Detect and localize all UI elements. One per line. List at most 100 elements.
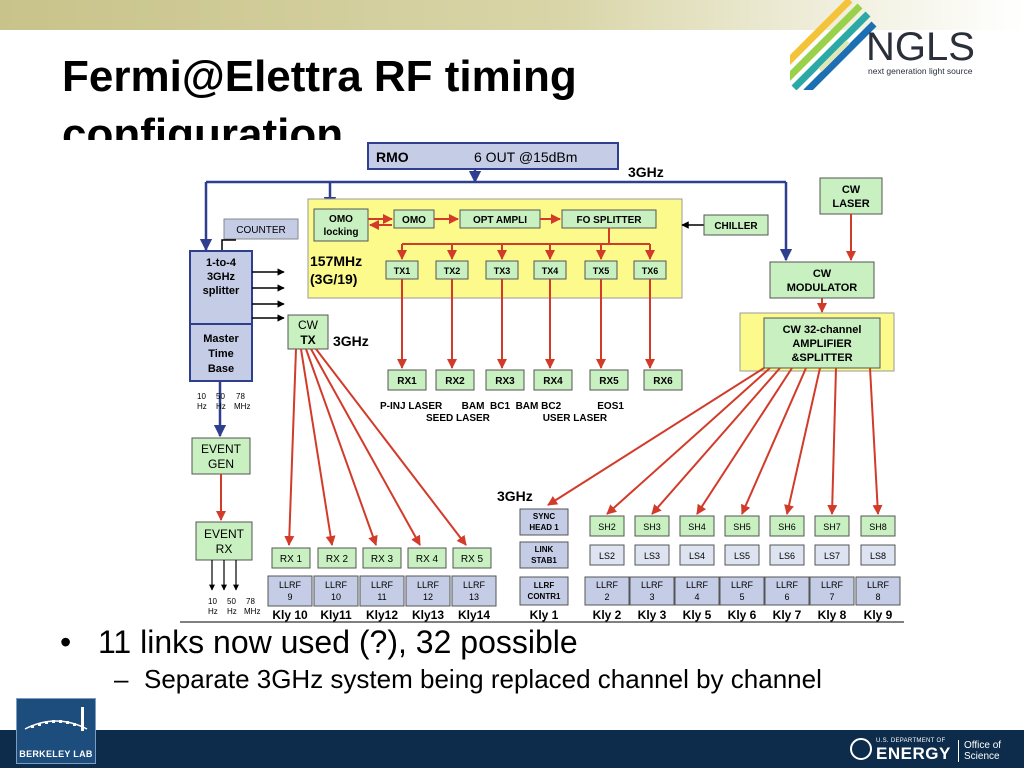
llrf-contr-line1: LLRF xyxy=(534,581,555,590)
llrf-8-box xyxy=(855,576,901,606)
ls6-box xyxy=(769,544,805,566)
kly-14: Kly14 xyxy=(458,608,490,622)
rx3-box xyxy=(485,369,525,391)
ngls-logo: NGLS next generation light source xyxy=(790,0,975,90)
llrf-contr-box xyxy=(519,576,569,606)
event-gen-line1: EVENT xyxy=(201,442,242,456)
kly-13: Kly13 xyxy=(412,608,444,622)
splitter-box xyxy=(189,250,253,382)
sh3-label: SH3 xyxy=(643,522,661,532)
cw-amp-line2: AMPLIFIER xyxy=(792,338,851,350)
rx6-label: RX6 xyxy=(653,376,673,387)
ls2-box xyxy=(589,544,625,566)
event-rx-unit-hz1: Hz xyxy=(208,607,218,616)
kly-12: Kly12 xyxy=(366,608,398,622)
bullet-list: •11 links now used (?), 32 possible –Sep… xyxy=(60,622,1000,696)
mtb-freq-10: 10 xyxy=(197,392,206,401)
rx2-box xyxy=(435,369,475,391)
clock-label-line2: (3G/19) xyxy=(310,271,357,287)
tx5-label: TX5 xyxy=(593,266,610,276)
right-kly-row: Kly 1 Kly 2 Kly 3 Kly 5 Kly 6 Kly 7 Kly … xyxy=(530,608,893,622)
cw-modulator-line1: CW xyxy=(813,268,832,280)
left-llrf-13-l2: 13 xyxy=(469,592,479,602)
kly-3: Kly 3 xyxy=(638,608,667,622)
sh8-label: SH8 xyxy=(869,522,887,532)
right-llrf-row: LLRF 2 LLRF 3 LLRF 4 LLRF 5 LLRF 6 LLRF … xyxy=(584,576,901,606)
berkeley-lab-icon xyxy=(24,707,88,731)
rx1-box xyxy=(387,369,427,391)
sh6-box xyxy=(769,515,805,537)
left-llrf-10 xyxy=(313,575,359,607)
link-stab-line1: LINK xyxy=(535,545,554,554)
tx-row: TX1 TX2 TX3 TX4 TX5 TX6 xyxy=(385,260,667,280)
doe-energy-label: ENERGY xyxy=(876,744,951,763)
label-3ghz-cwtx: 3GHz xyxy=(333,333,369,349)
rx3-label: RX3 xyxy=(495,376,515,387)
rx-destinations-row1: P-INJ LASER BAM BC1 BAM BC2 EOS1 xyxy=(380,401,624,412)
cw-amp-line1: CW 32-channel xyxy=(783,324,862,336)
sh2-box xyxy=(589,515,625,537)
llrf-7-l1: LLRF xyxy=(821,580,844,590)
omo-locking-box xyxy=(313,208,369,242)
sh7-box xyxy=(814,515,850,537)
clock-label-line1: 157MHz xyxy=(310,253,362,269)
ls5-box xyxy=(724,544,760,566)
sh3-box xyxy=(634,515,670,537)
mtb-unit-hz1: Hz xyxy=(197,402,207,411)
left-rx-3 xyxy=(362,547,402,569)
ngls-logo-name: NGLS xyxy=(866,25,975,69)
tx-rx-links xyxy=(397,279,655,369)
cw-laser-box xyxy=(819,177,883,215)
left-rx-4 xyxy=(407,547,447,569)
event-rx-outputs xyxy=(209,560,239,591)
sh4-box xyxy=(679,515,715,537)
omo-label: OMO xyxy=(402,215,426,226)
event-rx-freq-10: 10 xyxy=(208,597,217,606)
sh8-box xyxy=(860,515,896,537)
fo-fanout-lines xyxy=(397,228,655,260)
ls7-label: LS7 xyxy=(824,551,840,561)
kly-8: Kly 8 xyxy=(818,608,847,622)
kly-7: Kly 7 xyxy=(773,608,802,622)
master-line1: Master xyxy=(203,333,239,345)
left-rx-1 xyxy=(271,547,311,569)
sync-head-line1: SYNC xyxy=(533,512,555,521)
cw-tx-line1: CW xyxy=(298,318,319,332)
left-llrf-12 xyxy=(405,575,451,607)
mtb-unit-hz2: Hz xyxy=(216,402,226,411)
llrf-2-box xyxy=(584,576,630,606)
event-rx-line1: EVENT xyxy=(204,527,245,541)
sh5-box xyxy=(724,515,760,537)
sh4-label: SH4 xyxy=(688,522,706,532)
kly-1: Kly 1 xyxy=(530,608,559,622)
left-rx-5-label: RX 5 xyxy=(461,554,484,565)
event-rx-unit-mhz: MHz xyxy=(244,607,260,616)
tx6-label: TX6 xyxy=(642,266,659,276)
llrf-8-l1: LLRF xyxy=(867,580,890,590)
chiller-label: CHILLER xyxy=(714,221,758,232)
left-llrf-9-l1: LLRF xyxy=(279,580,302,590)
event-rx-line2: RX xyxy=(216,542,233,556)
event-gen-box xyxy=(191,437,251,475)
left-rx-2 xyxy=(317,547,357,569)
left-rx-2-label: RX 2 xyxy=(326,554,349,565)
splitter-line3: splitter xyxy=(203,285,240,297)
doe-office-line1: Office of xyxy=(964,740,1002,751)
sh5-label: SH5 xyxy=(733,522,751,532)
event-gen-line2: GEN xyxy=(208,457,234,471)
bullet-dot-icon: • xyxy=(60,624,72,660)
event-rx-unit-hz2: Hz xyxy=(227,607,237,616)
left-llrf-9 xyxy=(267,575,313,607)
left-llrf-13 xyxy=(451,575,497,607)
llrf-5-l2: 5 xyxy=(739,592,744,602)
counter-box xyxy=(223,218,299,240)
link-stab-line2: STAB1 xyxy=(531,556,557,565)
kly-5: Kly 5 xyxy=(683,608,712,622)
omo-locking-line2: locking xyxy=(323,227,358,238)
llrf-2-l2: 2 xyxy=(604,592,609,602)
llrf-5-box xyxy=(719,576,765,606)
llrf-2-l1: LLRF xyxy=(596,580,619,590)
llrf-4-l1: LLRF xyxy=(686,580,709,590)
rmo-name: RMO xyxy=(376,149,409,165)
